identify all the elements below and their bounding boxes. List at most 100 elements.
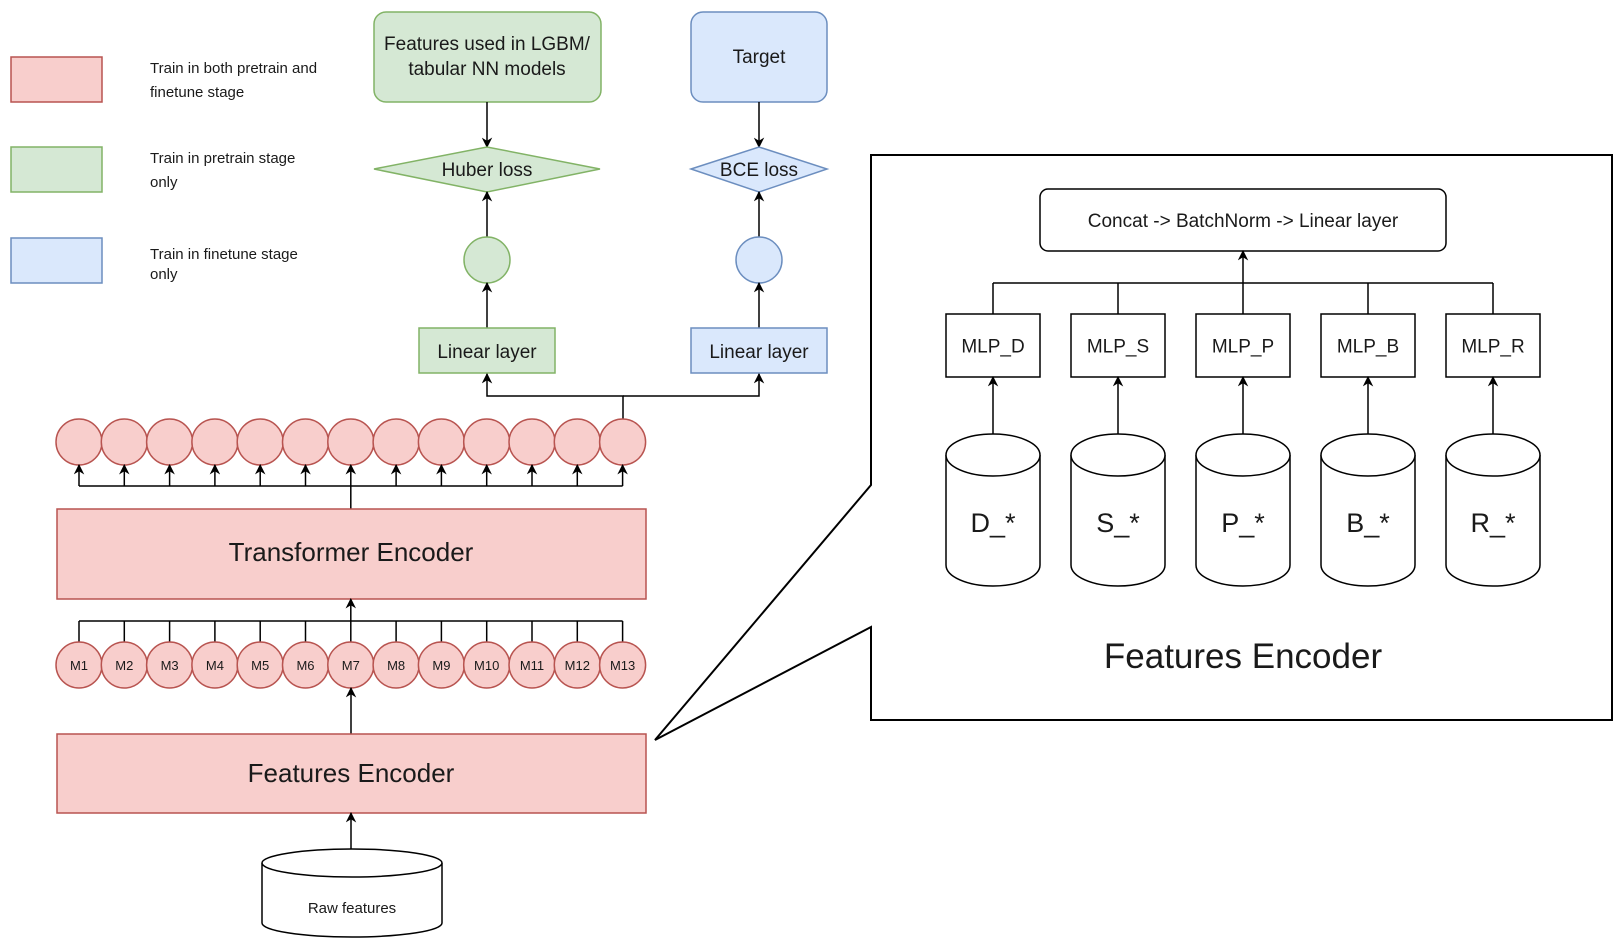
huber-loss-label: Huber loss bbox=[442, 160, 533, 181]
pretrain-linear-label: Linear layer bbox=[437, 342, 537, 363]
transformer-output-token bbox=[598, 418, 647, 466]
mlp-label: MLP_D bbox=[961, 337, 1024, 358]
token-label: M4 bbox=[206, 658, 224, 673]
feature-group-database: R_* bbox=[1445, 433, 1541, 587]
legend-swatch-pretrain bbox=[10, 146, 103, 193]
feature-tokens: M1 M2 M3 M4 M5 M6 M7 M8 M9 M10 M11 M12 M13 bbox=[55, 641, 647, 689]
finetune-output-node bbox=[735, 236, 783, 284]
transformer-encoder-block bbox=[56, 508, 647, 600]
transformer-encoder-label: Transformer Encoder bbox=[229, 537, 474, 567]
pretrain-output-node bbox=[463, 236, 511, 284]
pretrain-linear-layer bbox=[418, 327, 556, 374]
mlp-box bbox=[1070, 313, 1166, 378]
feature-group-database: D_* bbox=[945, 433, 1041, 587]
token-m13: M13 bbox=[598, 641, 647, 689]
transformer-output-token bbox=[281, 418, 330, 466]
bce-loss-label: BCE loss bbox=[720, 160, 798, 181]
legend-item-finetune: Train in finetune stage only bbox=[10, 237, 298, 284]
feature-group-label: S_* bbox=[1096, 508, 1140, 538]
mlp-label: MLP_P bbox=[1212, 337, 1274, 358]
token-m1: M1 bbox=[55, 641, 103, 689]
transformer-output-token bbox=[327, 418, 375, 466]
token-label: M10 bbox=[474, 658, 499, 673]
legend-label-pretrain-2: only bbox=[150, 174, 178, 191]
pretrain-target-label-1: Features used in LGBM/ bbox=[384, 34, 591, 55]
transformer-output-token bbox=[417, 418, 466, 466]
token-m11: M11 bbox=[508, 641, 556, 689]
features-encoder-label: Features Encoder bbox=[248, 758, 455, 788]
legend-item-both: Train in both pretrain and finetune stag… bbox=[10, 56, 317, 103]
token-label: M1 bbox=[70, 658, 88, 673]
token-label: M2 bbox=[115, 658, 133, 673]
token-m3: M3 bbox=[145, 641, 194, 689]
transformer-output-token bbox=[553, 418, 602, 466]
detail-title: Features Encoder bbox=[1104, 637, 1383, 676]
feature-group-database: S_* bbox=[1070, 433, 1166, 587]
concat-batchnorm-linear-label: Concat -> BatchNorm -> Linear layer bbox=[1088, 211, 1399, 232]
mlp-column-r: MLP_R R_* bbox=[1445, 313, 1541, 587]
token-input-branch bbox=[78, 597, 624, 642]
transformer-output-token bbox=[462, 418, 511, 466]
legend-swatch-both bbox=[10, 56, 103, 103]
feature-group-label: B_* bbox=[1346, 508, 1390, 538]
token-circle bbox=[598, 641, 647, 689]
mlp-column-s: MLP_S S_* bbox=[1070, 313, 1166, 587]
token-m8: M8 bbox=[372, 641, 420, 689]
mlp-columns: MLP_D D_* MLP_S S_* MLP_P P_* MLP_B B_* MLP_R R_* bbox=[945, 313, 1541, 587]
token-m5: M5 bbox=[236, 641, 284, 689]
mlp-label: MLP_S bbox=[1087, 337, 1149, 358]
finetune-linear-label: Linear layer bbox=[709, 342, 809, 363]
mlp-box bbox=[1445, 313, 1541, 378]
token-m4: M4 bbox=[191, 641, 239, 689]
transformer-output-token bbox=[236, 418, 284, 466]
features-encoder-block bbox=[56, 733, 647, 814]
feature-group-label: R_* bbox=[1470, 508, 1516, 538]
mlp-box bbox=[945, 313, 1041, 378]
huber-loss-diamond bbox=[373, 146, 601, 193]
token-label: M8 bbox=[387, 658, 405, 673]
mlp-box bbox=[1320, 313, 1416, 378]
legend-swatch-finetune bbox=[10, 237, 103, 284]
token-label: M11 bbox=[520, 658, 544, 673]
transformer-output-token bbox=[100, 418, 149, 466]
token-label: M9 bbox=[432, 658, 450, 673]
transformer-output-branch bbox=[73, 463, 628, 509]
mlp-merge-branch bbox=[992, 249, 1494, 314]
pretrain-target-label-2: tabular NN models bbox=[408, 59, 565, 80]
bce-loss-diamond bbox=[688, 146, 830, 193]
feature-group-label: D_* bbox=[970, 508, 1016, 538]
mlp-label: MLP_R bbox=[1461, 337, 1524, 358]
token-m7: M7 bbox=[327, 641, 375, 689]
token-m9: M9 bbox=[417, 641, 466, 689]
features-encoder-detail: Concat -> BatchNorm -> Linear layer MLP_… bbox=[945, 188, 1541, 676]
token-label: M7 bbox=[342, 658, 360, 673]
token-m2: M2 bbox=[100, 641, 149, 689]
mlp-column-p: MLP_P P_* bbox=[1195, 313, 1291, 587]
feature-group-database: P_* bbox=[1195, 433, 1291, 587]
mlp-label: MLP_B bbox=[1337, 337, 1399, 358]
token-label: M13 bbox=[610, 658, 635, 673]
legend-label-finetune-2: only bbox=[150, 266, 178, 283]
legend-item-pretrain: Train in pretrain stage only bbox=[10, 146, 295, 193]
feature-group-label: P_* bbox=[1221, 508, 1265, 538]
finetune-target-label: Target bbox=[733, 47, 787, 68]
transformer-output-token bbox=[191, 418, 239, 466]
pretrain-head: Features used in LGBM/ tabular NN models… bbox=[373, 11, 602, 374]
token-label: M3 bbox=[161, 658, 179, 673]
pretrain-target-box bbox=[373, 11, 602, 103]
transformer-output-token bbox=[145, 418, 194, 466]
token-m6: M6 bbox=[281, 641, 330, 689]
token-m10: M10 bbox=[462, 641, 511, 689]
token-m12: M12 bbox=[553, 641, 602, 689]
mlp-column-b: MLP_B B_* bbox=[1320, 313, 1416, 587]
legend-label-pretrain-1: Train in pretrain stage bbox=[150, 150, 295, 167]
token-label: M12 bbox=[565, 658, 590, 673]
transformer-output-token bbox=[372, 418, 420, 466]
legend-label-both-1: Train in both pretrain and bbox=[150, 60, 317, 77]
token-label: M5 bbox=[251, 658, 269, 673]
legend: Train in both pretrain and finetune stag… bbox=[10, 56, 317, 284]
raw-features-database: Raw features bbox=[261, 848, 443, 938]
transformer-output-token bbox=[55, 418, 103, 466]
finetune-head: Target BCE loss Linear layer bbox=[688, 11, 830, 374]
